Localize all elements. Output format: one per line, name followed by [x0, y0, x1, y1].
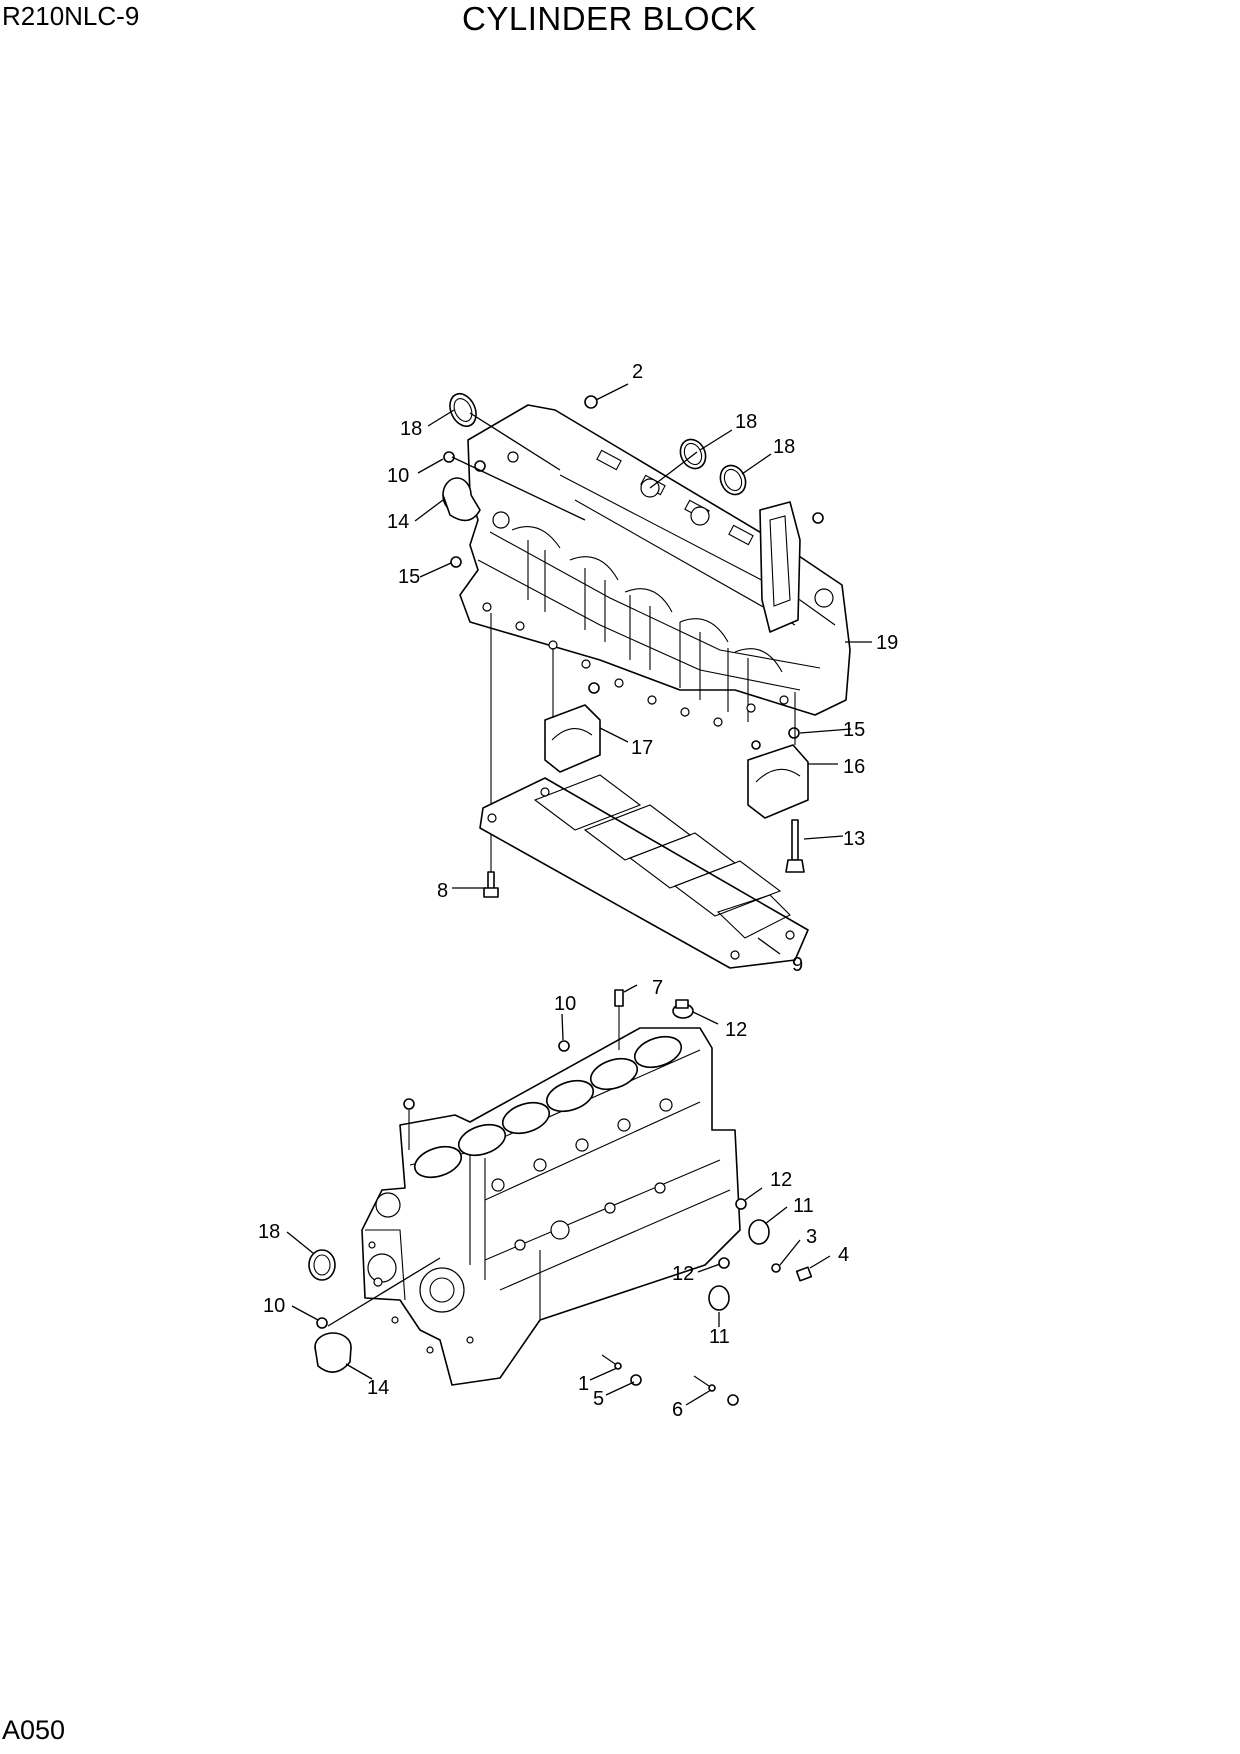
callout-18: 18 — [400, 418, 422, 440]
callout-5: 5 — [593, 1388, 604, 1410]
callout-10: 10 — [387, 465, 409, 487]
callout-10: 10 — [263, 1295, 285, 1317]
oil-pan-gasket-part-9 — [479, 774, 809, 969]
callout-14: 14 — [367, 1377, 389, 1399]
callout-18: 18 — [735, 411, 757, 433]
callout-15: 15 — [843, 719, 865, 741]
callout-12: 12 — [672, 1263, 694, 1285]
seal-ring-part-18 — [449, 392, 747, 496]
callout-9: 9 — [792, 954, 803, 976]
model-number: R210NLC-9 — [2, 1, 140, 31]
plug-parts-top — [442, 395, 824, 568]
callout-13: 13 — [843, 828, 865, 850]
plug-parts-bottom — [308, 989, 813, 1406]
callout-15: 15 — [398, 566, 420, 588]
bolt-parts-8-13 — [483, 613, 805, 898]
callout-14: 14 — [387, 511, 409, 533]
callout-18: 18 — [773, 436, 795, 458]
page-title: CYLINDER BLOCK — [462, 0, 757, 37]
callout-4: 4 — [838, 1244, 849, 1266]
callout-7: 7 — [652, 977, 663, 999]
callout-8: 8 — [437, 880, 448, 902]
callout-3: 3 — [806, 1226, 817, 1248]
callout-labels: 2 18 18 18 10 14 15 19 15 17 16 13 8 9 7… — [258, 361, 898, 1421]
callout-18: 18 — [258, 1221, 280, 1243]
callout-17: 17 — [631, 737, 653, 759]
callout-2: 2 — [632, 361, 643, 383]
leader-lines — [286, 383, 872, 1406]
callout-10: 10 — [554, 993, 576, 1015]
callout-6: 6 — [672, 1399, 683, 1421]
callout-11: 11 — [793, 1195, 814, 1217]
bearing-frame-part-19 — [459, 404, 851, 727]
callout-1: 1 — [578, 1373, 589, 1395]
callout-16: 16 — [843, 756, 865, 778]
callout-19: 19 — [876, 632, 898, 654]
bearing-cap-parts-16-17 — [544, 682, 809, 819]
cylinder-block-body — [361, 1027, 741, 1386]
callout-12: 12 — [770, 1169, 792, 1191]
callout-11: 11 — [709, 1326, 730, 1348]
page-code: A050 — [2, 1715, 66, 1745]
callout-12: 12 — [725, 1019, 747, 1041]
